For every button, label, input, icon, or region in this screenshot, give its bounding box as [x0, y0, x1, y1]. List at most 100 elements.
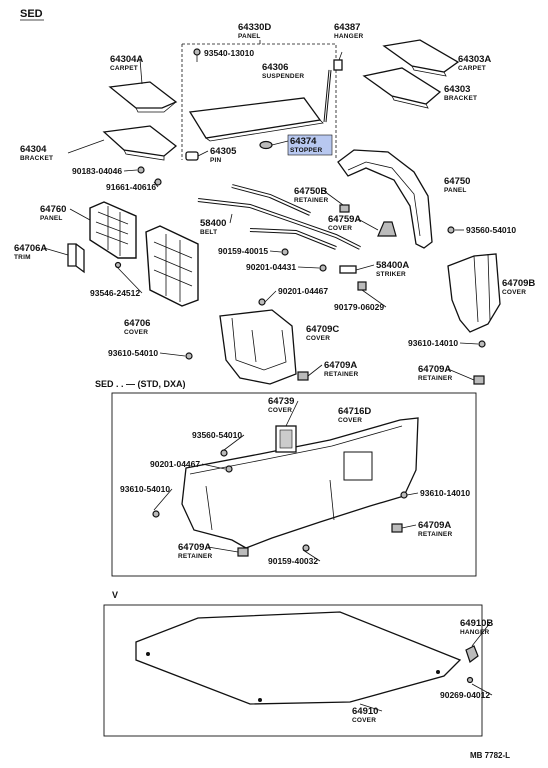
- leader-line: [269, 250, 282, 253]
- bolt-93560-54010: [447, 226, 455, 234]
- part-number: 64716D: [338, 406, 371, 417]
- part-label-90201-04467: 90201-04467: [264, 286, 328, 303]
- part-number: 58400A: [376, 260, 409, 271]
- part-number: 93610-54010: [108, 348, 158, 358]
- bolt-90201-04431: [319, 264, 327, 272]
- part-number: 64706A: [14, 243, 47, 254]
- part-label-90159-40015: 90159-40015: [218, 246, 282, 256]
- part-name: COVER: [352, 717, 376, 724]
- part-label-93546-24512: 93546-24512: [90, 265, 143, 298]
- part-name: STRIKER: [376, 271, 406, 278]
- part-name: PANEL: [444, 187, 467, 194]
- leader-line: [471, 622, 491, 647]
- leader-line: [357, 218, 379, 231]
- cover-64910: [135, 611, 462, 705]
- part-label-93540-13010: 93540-13010: [204, 48, 254, 58]
- part-name: PANEL: [40, 215, 63, 222]
- leader-line: [229, 213, 233, 224]
- part-number: 90269-04012: [440, 690, 490, 700]
- part-number: 64739: [268, 396, 294, 407]
- retainer-64709a-3: [237, 547, 249, 557]
- part-name: RETAINER: [418, 375, 452, 382]
- part-name: TRIM: [14, 254, 31, 261]
- cover-64759a: [377, 221, 397, 237]
- part-name: RETAINER: [294, 197, 328, 204]
- retainer-64709a-4: [391, 523, 403, 533]
- bolt-93540-13010: [193, 48, 201, 62]
- panel-64760: [89, 201, 137, 259]
- part-number: 64709A: [418, 520, 451, 531]
- leader-line: [359, 703, 383, 712]
- bolt-90159-40015: [281, 248, 289, 256]
- part-number: 64306: [262, 62, 288, 73]
- part-number: 64305: [210, 146, 237, 157]
- leader-line: [323, 190, 344, 206]
- part-name: COVER: [306, 335, 330, 342]
- carpet-64303a: [382, 39, 460, 73]
- part-number: 58400: [200, 218, 226, 229]
- bolt-90269-04012: [466, 676, 474, 684]
- stopper-64374: [259, 140, 273, 150]
- panel-64330d-frame: [181, 40, 337, 160]
- part-name: PIN: [210, 157, 222, 164]
- part-number: 64387: [334, 22, 360, 33]
- sed-section-box: [111, 392, 477, 577]
- part-number: 64709A: [178, 542, 211, 553]
- part-label-90201-04431: 90201-04431: [246, 262, 320, 272]
- part-label-90183-04046: 90183-04046: [72, 166, 138, 176]
- leader-line: [355, 264, 375, 271]
- belt-58400: [197, 184, 361, 250]
- leader-line: [264, 290, 277, 303]
- leader-line: [361, 289, 387, 308]
- part-number: 64750B: [294, 186, 327, 197]
- part-number: 64910B: [460, 618, 493, 629]
- part-label-90179-06029: 90179-06029: [334, 289, 387, 312]
- retainer-64750b: [339, 204, 350, 213]
- v-section-label: V: [112, 590, 118, 600]
- part-name: COVER: [124, 329, 148, 336]
- part-number: 93540-13010: [204, 48, 254, 58]
- part-number: 64706: [124, 318, 150, 329]
- part-number: 64304: [20, 144, 47, 155]
- part-number: 93560-54010: [192, 430, 242, 440]
- highlight-box: [287, 134, 333, 156]
- bolt-91661-40616: [154, 178, 162, 186]
- bolt-93610-54010: [185, 352, 193, 360]
- part-label-90159-40032: 90159-40032: [268, 549, 321, 566]
- bolt-90201-04467-b: [225, 465, 233, 473]
- part-name: HANGER: [334, 33, 363, 40]
- part-number: 64303A: [458, 54, 491, 65]
- bolt-93610-54010-b: [152, 510, 160, 518]
- part-name: CARPET: [110, 65, 138, 72]
- cover-64709c: [219, 309, 297, 385]
- part-label-93610-14010: 93610-14010: [408, 338, 479, 348]
- part-number: 64759A: [328, 214, 361, 225]
- part-number: 64709A: [418, 364, 451, 375]
- part-number: 64709C: [306, 324, 339, 335]
- bracket-64303: [362, 67, 442, 105]
- bolt-93610-14010-b: [400, 491, 408, 499]
- panel-64330d: [188, 97, 322, 139]
- part-name: CARPET: [458, 65, 486, 72]
- part-name: COVER: [338, 417, 362, 424]
- leader-line: [201, 463, 226, 470]
- leader-line: [307, 364, 323, 377]
- diagram-footer: MB 7782-L: [470, 751, 510, 760]
- part-number: 64709A: [324, 360, 357, 371]
- suspender-64306: [323, 69, 332, 123]
- nut-90179-06029: [357, 281, 367, 291]
- part-name: COVER: [502, 289, 526, 296]
